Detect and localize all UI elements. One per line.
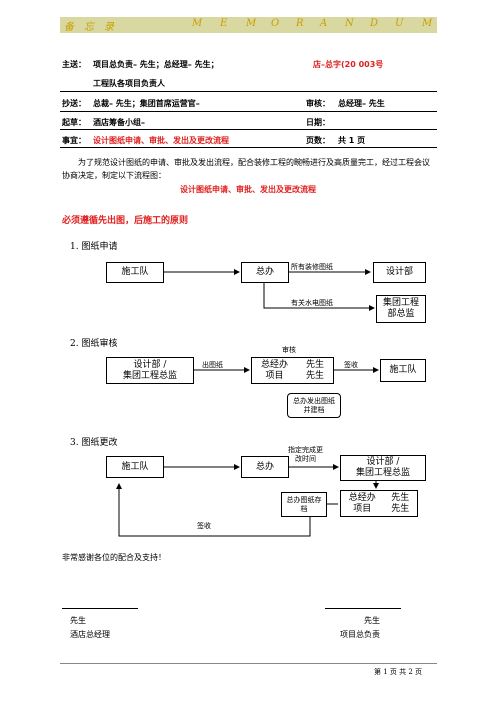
pages-label: 页数： xyxy=(306,136,330,145)
draft-value: 酒店筹备小组– xyxy=(93,118,145,127)
memo-letter: N xyxy=(345,18,354,29)
signature-line-right xyxy=(325,608,401,609)
memo-letter: R xyxy=(296,18,304,29)
divider xyxy=(60,147,437,148)
to-label: 主送： xyxy=(62,60,86,69)
flow1-mep-label: 有关水电图纸 xyxy=(291,299,333,307)
memo-letter: A xyxy=(320,18,328,29)
memo-letter: U xyxy=(395,18,404,29)
signature-right-name: 先生 xyxy=(364,616,380,625)
flow2-note-callout: 总办发出图纸 并建档 xyxy=(287,393,341,418)
memo-letter: O xyxy=(271,18,280,29)
flow2-sign-label: 签收 xyxy=(344,361,358,369)
ref-number: 店–总字(20 003号 xyxy=(313,60,384,69)
signature-left-title: 酒店总经理 xyxy=(70,630,110,639)
cc-label: 抄送： xyxy=(62,99,86,108)
pages-value: 共 1 页 xyxy=(338,136,366,145)
cc-value: 总裁– 先生；集团首席运营官– xyxy=(93,99,200,108)
review-label: 审核： xyxy=(306,99,330,108)
divider xyxy=(60,111,437,112)
footer-divider xyxy=(60,663,437,664)
signature-line-left xyxy=(62,608,138,609)
signature-right-title: 项目总负责 xyxy=(340,630,380,639)
flow1-decor-label: 所有装修图纸 xyxy=(291,263,333,271)
to-value: 项目总负责– 先生；总经理– 先生； xyxy=(93,60,219,69)
flow2-reviewers-left: 总经办 项目 xyxy=(260,359,288,381)
draft-label: 起草： xyxy=(62,118,86,127)
flow1-director-box: 集团工程部总监 xyxy=(376,295,426,323)
subject-label: 事宜： xyxy=(62,136,86,145)
memo-letter: E xyxy=(220,18,228,29)
flow3-assign-label: 指定完成更 改时间 xyxy=(288,446,323,463)
memo-letter: D xyxy=(370,18,379,29)
intro-title: 设计图纸申请、审批、发出及更改流程 xyxy=(180,185,316,194)
memo-letter: M xyxy=(192,18,203,29)
principle-heading: 必须遵循先出图，后施工的原则 xyxy=(62,216,189,226)
date-label: 日期： xyxy=(306,118,330,127)
memo-letter: M xyxy=(246,18,257,29)
flow3-note-box: 总办图纸存 档 xyxy=(281,492,327,517)
flow3-title: 3. 图纸更改 xyxy=(70,438,118,448)
flow3-design-box: 设计部 / 集团工程总监 xyxy=(340,455,426,481)
flow2-reviewers-box: 总经办 项目 先生 先生 xyxy=(251,357,334,384)
flow2-design-box: 设计部 / 集团工程总监 xyxy=(106,357,194,384)
flow2-title: 2. 图纸审核 xyxy=(70,339,118,349)
flow1-design-box: 设计部 xyxy=(373,262,426,283)
flow3-reviewers-left: 总经办 项目 xyxy=(348,492,376,514)
signature-left-name: 先生 xyxy=(70,616,86,625)
flow3-reviewers-box: 总经办 项目 先生 先生 xyxy=(340,490,418,517)
thanks-text: 非常感谢各位的配合及支持！ xyxy=(62,553,166,562)
divider xyxy=(60,129,437,130)
subject-value: 设计图纸申请、审批、发出及更改流程 xyxy=(93,136,229,145)
flow2-reviewers-right: 先生 先生 xyxy=(305,359,324,381)
divider xyxy=(60,91,437,92)
flow1-title: 1. 图纸申请 xyxy=(70,242,118,252)
flow3-reviewers-right: 先生 先生 xyxy=(391,492,410,514)
memo-cn-title: 备忘录 xyxy=(64,22,124,33)
flow2-issue-label: 出图纸 xyxy=(202,361,223,369)
flow2-team-box: 施工队 xyxy=(380,359,426,382)
flow2-review-label: 审核 xyxy=(282,346,296,354)
memo-letter: M xyxy=(422,18,433,29)
review-value: 总经理– 先生 xyxy=(338,99,385,108)
flow3-office-box: 总办 xyxy=(241,456,289,478)
flow3-sign-label: 签收 xyxy=(197,522,211,530)
flow1-office-box: 总办 xyxy=(241,262,289,283)
page-number: 第 1 页 共 2 页 xyxy=(374,668,423,676)
intro-paragraph: 为了规范设计图纸的申请、审批及发出流程，配合装修工程的畹畅进行及高质量完工，经过… xyxy=(62,158,430,180)
memo-header-bar: 备忘录 M E M O R A N D U M xyxy=(60,17,437,33)
flow3-team-box: 施工队 xyxy=(106,456,164,478)
flow1-team-box: 施工队 xyxy=(106,262,164,283)
to-value-line2: 工程队各项目负责人 xyxy=(93,79,165,88)
